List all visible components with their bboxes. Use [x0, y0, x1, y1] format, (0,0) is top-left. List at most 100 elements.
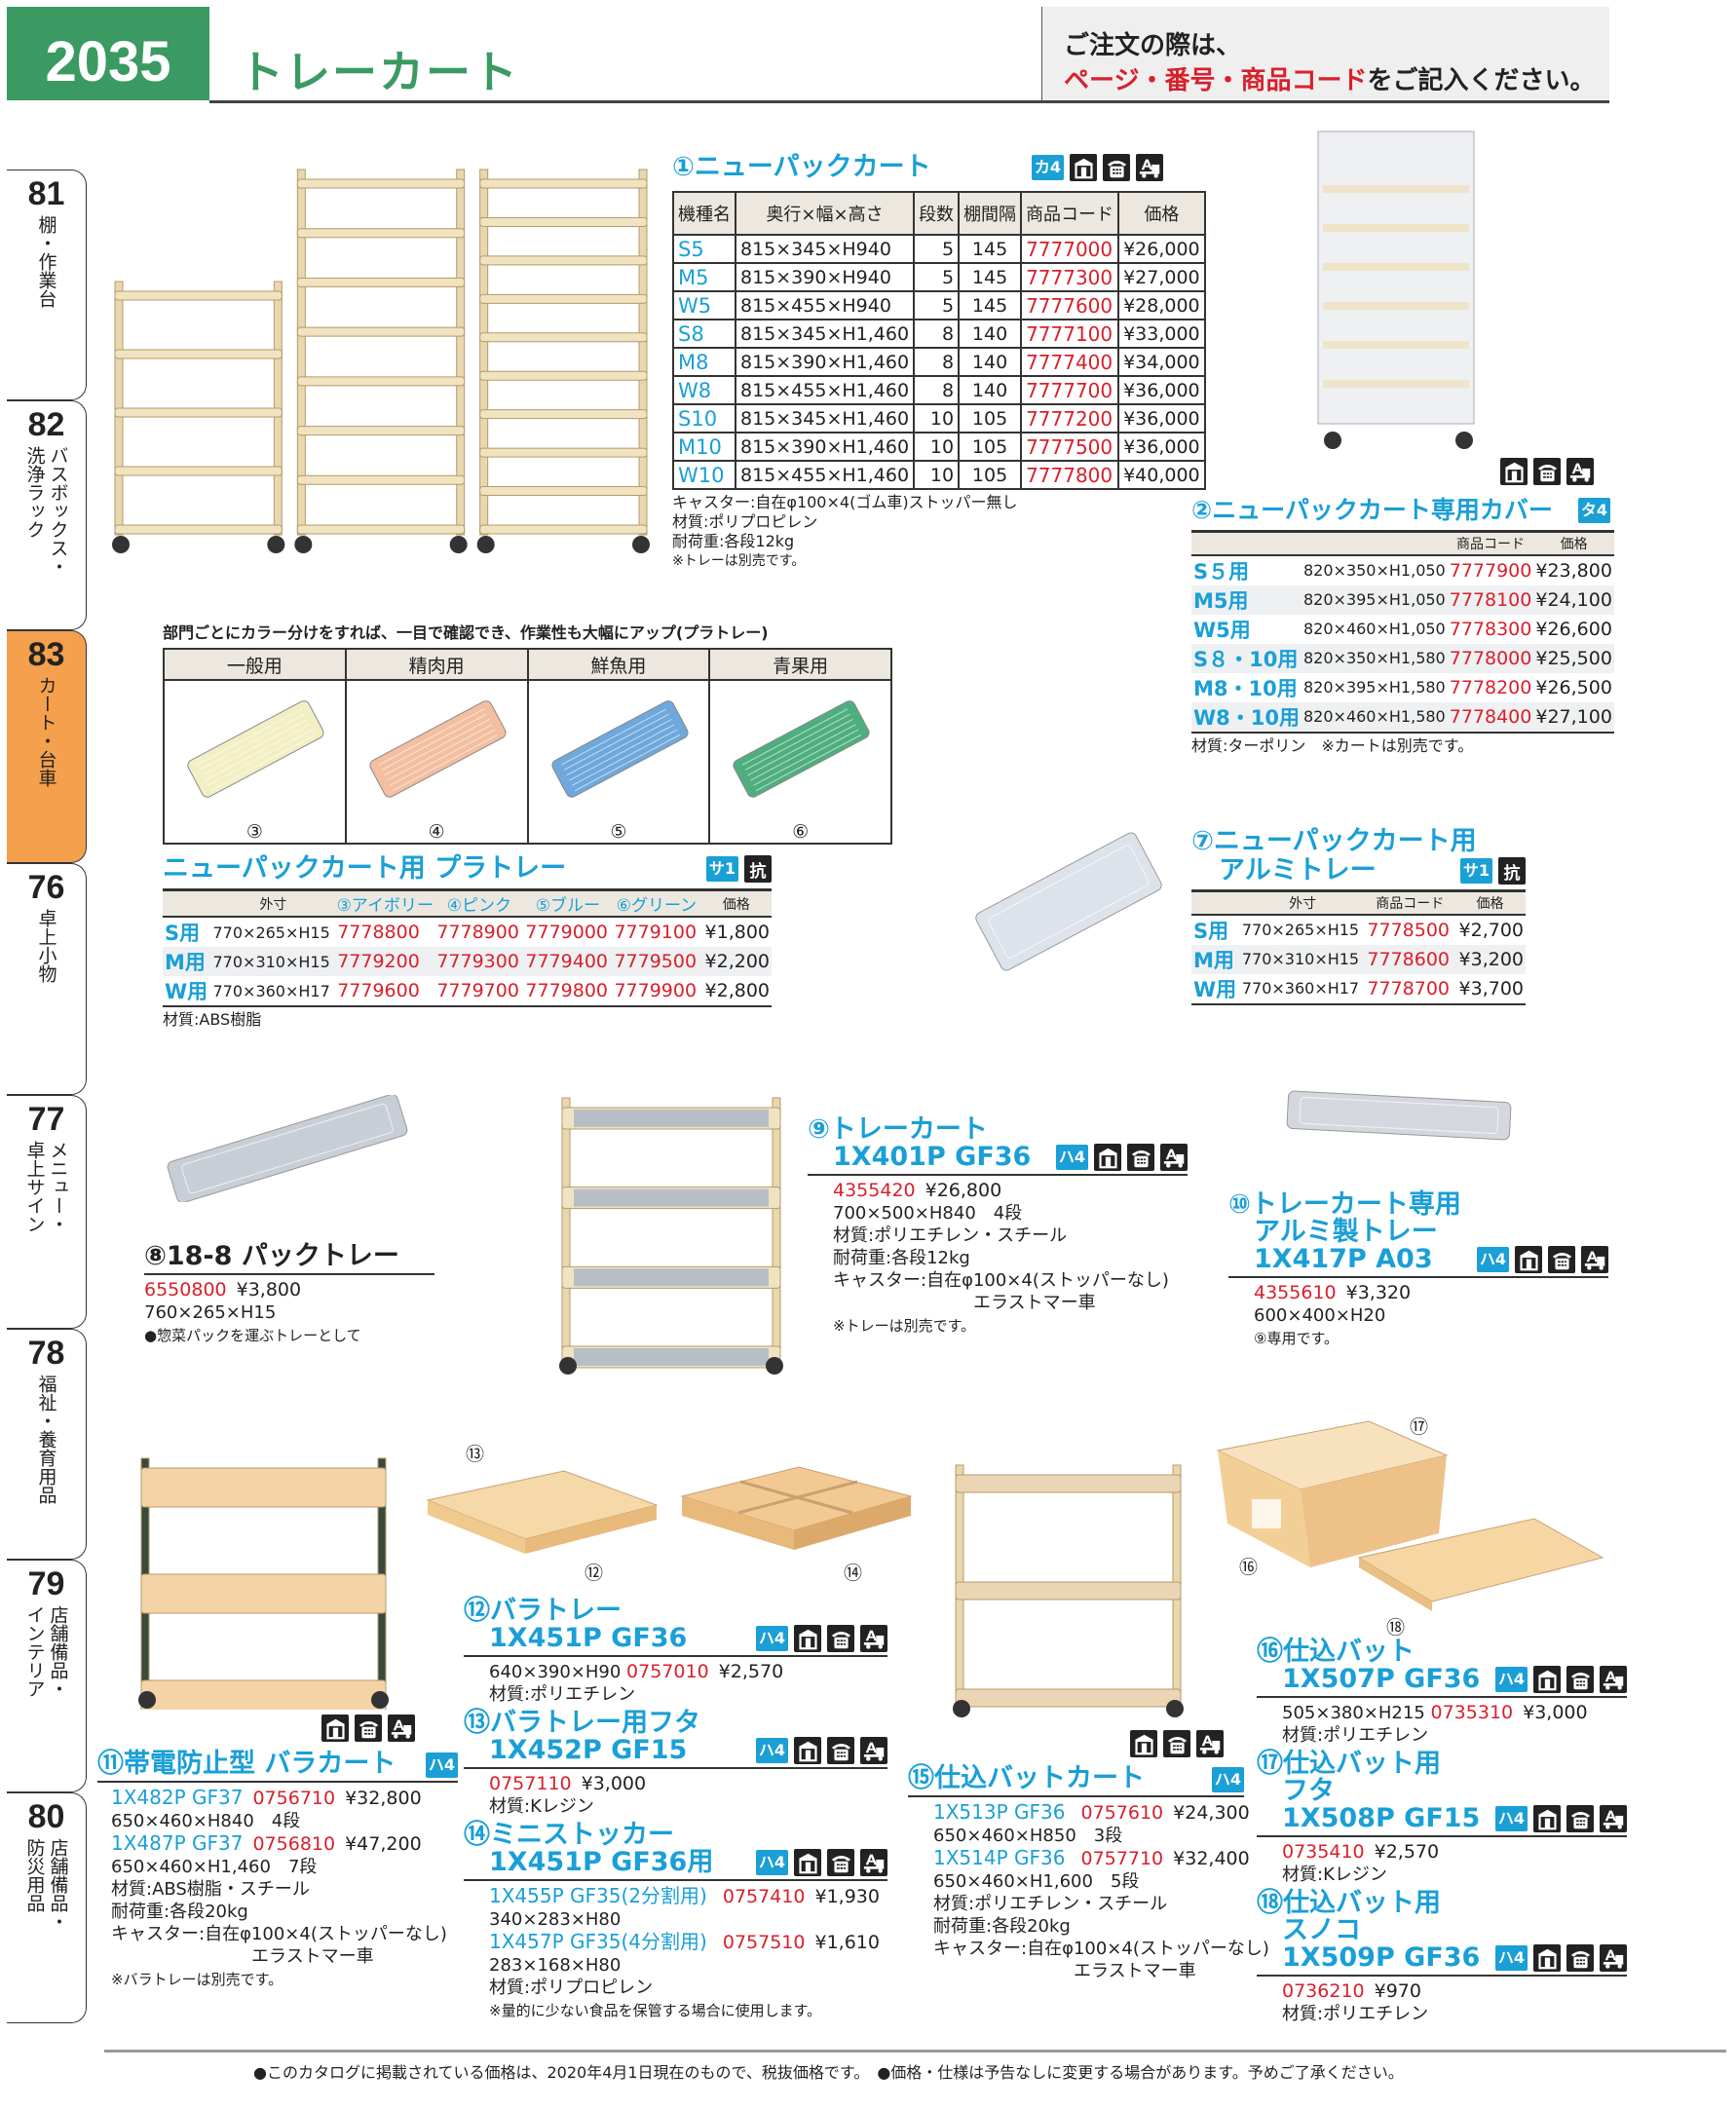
- spec-line: キャスター:自在φ100×4(ストッパーなし): [908, 1938, 1269, 1960]
- p1-notes: キャスター:自在φ100×4(ゴム車)ストッパー無し材質:ポリプロピレン耐荷重:…: [672, 493, 1206, 571]
- spec-line: 0736210¥970: [1257, 1980, 1627, 2003]
- p7-title2: アルミトレー: [1219, 855, 1377, 885]
- lbl-cell: S８・10用: [1191, 643, 1302, 673]
- size-cell: 815×390×H940: [734, 262, 916, 292]
- price-cell: ¥27,100: [1533, 701, 1614, 734]
- notice-rest: をご記入ください。: [1367, 66, 1596, 95]
- price-cell: ¥2,700: [1458, 919, 1524, 941]
- tiers-cell: 10: [913, 432, 961, 462]
- size-cell: 815×455×H940: [734, 290, 916, 320]
- lbl-cell: S用: [165, 922, 201, 945]
- spec-line: 283×168×H80: [464, 1954, 887, 1977]
- product-title: ⑯仕込バット: [1257, 1637, 1415, 1667]
- lbl-cell: W5用: [1193, 618, 1251, 642]
- note-text: ⑨専用です。: [1254, 1330, 1339, 1347]
- antibacterial-icon: 抗: [744, 855, 772, 883]
- code-cell: 7777300: [1020, 262, 1120, 292]
- product-code: 0735310: [1430, 1702, 1514, 1723]
- price: ¥1,930: [814, 1886, 880, 1907]
- delivery-truck-icon: [860, 1625, 887, 1652]
- spec-line: ※量的に少ない食品を保管する場合に使用します。: [464, 1999, 887, 2022]
- product-title: 1X451P GF36用: [489, 1847, 714, 1877]
- category-badge: ハ4: [755, 1738, 788, 1763]
- product-title: ⑬バラトレー用フタ: [464, 1708, 700, 1738]
- title-row: アルミ製トレー: [1228, 1219, 1608, 1246]
- mini-stocker-image: [672, 1462, 919, 1556]
- pla-title: ニューパックカート用 プラトレー: [163, 853, 567, 884]
- page-title: トレーカート: [239, 46, 519, 98]
- phone-icon: [1127, 1144, 1154, 1171]
- notice-line1: ご注文の際は、: [1064, 31, 1242, 60]
- tray-number: ④: [428, 821, 445, 843]
- model-cell: S5: [672, 234, 736, 264]
- code-cell: 7779900: [612, 976, 701, 1007]
- product-title: 1X509P GF36: [1282, 1942, 1481, 1973]
- spec-text: 材質:ABS樹脂・スチール: [111, 1879, 310, 1900]
- price-cell: ¥40,000: [1117, 460, 1206, 490]
- code-cell: 7778800: [337, 922, 420, 943]
- price: ¥2,570: [1374, 1841, 1440, 1863]
- product-icons: ハ4: [1494, 1944, 1627, 1972]
- code-cell: 7778300: [1449, 618, 1532, 640]
- column-header: 外寸: [210, 888, 336, 918]
- price-cell: ¥26,600: [1535, 618, 1612, 640]
- category-badge: ハ4: [1494, 1806, 1528, 1831]
- price-cell: ¥2,800: [700, 976, 772, 1007]
- lbl-cell: W8・10用: [1191, 701, 1302, 734]
- spec-line: 耐荷重:各段20kg: [97, 1901, 458, 1923]
- header-divider: [209, 100, 1609, 103]
- code-cell: 7779300: [434, 947, 524, 976]
- column-header: 価格: [1117, 191, 1206, 236]
- title-row: フタ: [1257, 1778, 1627, 1805]
- spec-line: 1X513P GF36 0757610¥24,300: [908, 1800, 1250, 1825]
- p15-icons: [1130, 1730, 1224, 1757]
- title-underline: [97, 1781, 458, 1783]
- category-badge: ハ4: [425, 1752, 458, 1778]
- code-cell: 7779400: [523, 947, 613, 976]
- spec-text: 耐荷重:各段12kg: [833, 1248, 970, 1268]
- product-code: 0757710: [1075, 1848, 1164, 1869]
- delivery-truck-icon: [1136, 154, 1163, 181]
- price-cell: ¥1,800: [704, 922, 770, 943]
- column-header: 機種名: [672, 191, 736, 236]
- column-header: ④ピンク: [434, 888, 524, 918]
- product-title: ⑮仕込バットカート: [908, 1763, 1145, 1793]
- category-badge: ハ4: [755, 1850, 788, 1875]
- p2-title-row: ②ニューパックカート専用カバー タ4: [1191, 497, 1610, 524]
- lbl-cell: M用: [1191, 944, 1240, 974]
- size-cell: 820×460×H1,050: [1303, 620, 1446, 638]
- code-cell: 7777700: [1020, 375, 1120, 405]
- spec-line: 材質:ポリエチレン: [464, 1683, 887, 1706]
- code-cell: 7777800: [1020, 460, 1120, 490]
- order-notice: ご注文の際は、 ページ・番号・商品コードをご記入ください。: [1041, 7, 1609, 100]
- code-cell: 7778700: [1365, 973, 1455, 1005]
- price: ¥970: [1374, 1980, 1421, 2002]
- model-number: 1X513P GF36: [933, 1800, 1066, 1824]
- spec-line: 材質:ポリプロピレン: [464, 1977, 887, 1999]
- spec-text: 340×283×H80: [489, 1909, 622, 1930]
- phone-icon: [355, 1714, 382, 1742]
- spec-text: 700×500×H840 4段: [833, 1203, 1023, 1224]
- title-underline: [1257, 1975, 1627, 1977]
- model-cell: S8: [672, 319, 736, 349]
- title-row: ⑮仕込バットカートハ4: [908, 1765, 1244, 1792]
- spec-line: ※バラトレーは別売です。: [97, 1968, 458, 1991]
- column-header: ③アイボリー: [335, 888, 435, 918]
- p2-badge: タ4: [1577, 498, 1610, 523]
- lbl-cell: M8・10用: [1193, 676, 1298, 700]
- price: ¥24,300: [1173, 1802, 1250, 1824]
